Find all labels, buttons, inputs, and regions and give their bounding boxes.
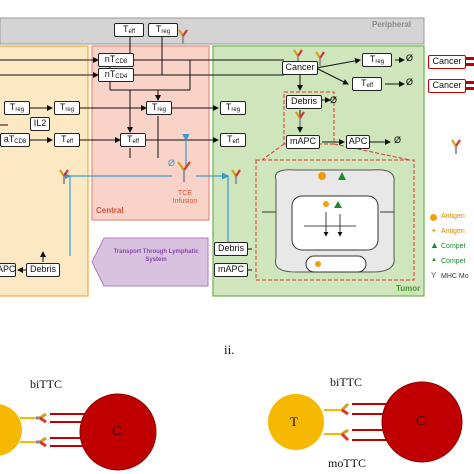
cancer-c-left: C [112, 424, 122, 439]
legend-cancer-1-bar2 [466, 63, 474, 66]
bittc-antibody-left-1 [36, 412, 47, 424]
peripheral-label: Peripheral [372, 20, 412, 29]
legend-competitor-1: Compet [441, 243, 466, 250]
apc-tumor: APC [346, 135, 370, 149]
tce-antibody-icon [177, 161, 191, 182]
bittc-label-left: biTTC [30, 377, 62, 391]
debris-tumor: Debris [286, 95, 322, 109]
apc-lymph: APC [0, 263, 16, 277]
t-reg-lymph-b: Treg [54, 101, 80, 115]
immune-model-diagram [0, 17, 461, 297]
ttc-panel [0, 381, 463, 471]
empty-set-3: Ø [330, 95, 338, 105]
bittc-antibody-right-1 [340, 402, 350, 416]
legend-mhc-icon: Y [431, 271, 437, 280]
t-reg-lymph-a: Treg [4, 101, 30, 115]
central-label: Central [96, 206, 124, 215]
t-eff-tumor: Teff [352, 77, 382, 91]
legend-mhc: MHC Mo [441, 273, 469, 280]
empty-set-2: Ø [406, 77, 414, 87]
section-label-ii: ii. [224, 342, 235, 357]
cancer-cell-left [79, 393, 157, 471]
legend-cancer-2: Cancer [428, 79, 466, 93]
mapc-tumor: mAPC [286, 135, 320, 149]
mottc-label-right: moTTC [328, 456, 366, 470]
bittc-label-right: biTTC [330, 375, 362, 389]
t-reg-tumor: Treg [362, 53, 392, 67]
t-eff-tumor-entry: Teff [220, 133, 246, 147]
legend-antigen-dot [430, 214, 437, 221]
nt-cd8: nTCD8 [98, 53, 134, 67]
t-eff-lymph: Teff [54, 133, 80, 147]
legend-competitor-small: ▲ [431, 257, 437, 263]
mapc-transport: mAPC [214, 263, 248, 277]
nt-cd4: nTCD4 [98, 68, 134, 82]
t-eff-peripheral: Teff [114, 23, 144, 37]
cancer-cell-right [381, 381, 463, 463]
legend-cancer-1: Cancer [428, 55, 466, 69]
cancer-c-right: C [416, 414, 426, 429]
lymph-compartment [0, 45, 89, 297]
peripheral-compartment [0, 17, 425, 45]
transport-label: Transport Through Lymphatic System [113, 249, 199, 263]
tumor-label: Tumor [396, 284, 421, 293]
t-eff-central: Teff [120, 133, 146, 147]
t-cell-right [268, 394, 324, 450]
empty-set-1: Ø [406, 53, 414, 63]
empty-set-5: Ø [168, 158, 176, 168]
bittc-antibody-left-2 [36, 436, 47, 448]
empty-set-4: Ø [394, 135, 402, 145]
cancer-tumor: Cancer [282, 61, 318, 75]
t-reg-tumor-entry: Treg [220, 101, 246, 115]
legend-antigen-2: Antigen [441, 228, 465, 235]
transport-arrow [91, 237, 209, 287]
synapse-detail-box [255, 159, 415, 281]
legend-competitor-triangle: ▲ [430, 240, 439, 250]
t-reg-peripheral: Treg [148, 23, 178, 37]
legend-antigen-star: ✦ [431, 228, 437, 235]
legend-cancer-1-bar [466, 57, 474, 60]
mottc-antibody-right [340, 428, 350, 442]
t-label-right: T [290, 414, 298, 429]
debris-lymph: Debris [26, 263, 60, 277]
il2-box: IL2 [30, 117, 50, 131]
legend-cancer-2-bar [466, 81, 474, 84]
legend-competitor-2: Compet [441, 258, 466, 265]
t-cell-left [0, 404, 22, 456]
legend-cancer-2-bar2 [466, 87, 474, 90]
legend-antigen-1: Antigen [441, 213, 465, 220]
t-reg-central: Treg [146, 101, 172, 115]
debris-transport: Debris [214, 242, 248, 256]
at-cd8: aTCD8 [0, 133, 30, 147]
